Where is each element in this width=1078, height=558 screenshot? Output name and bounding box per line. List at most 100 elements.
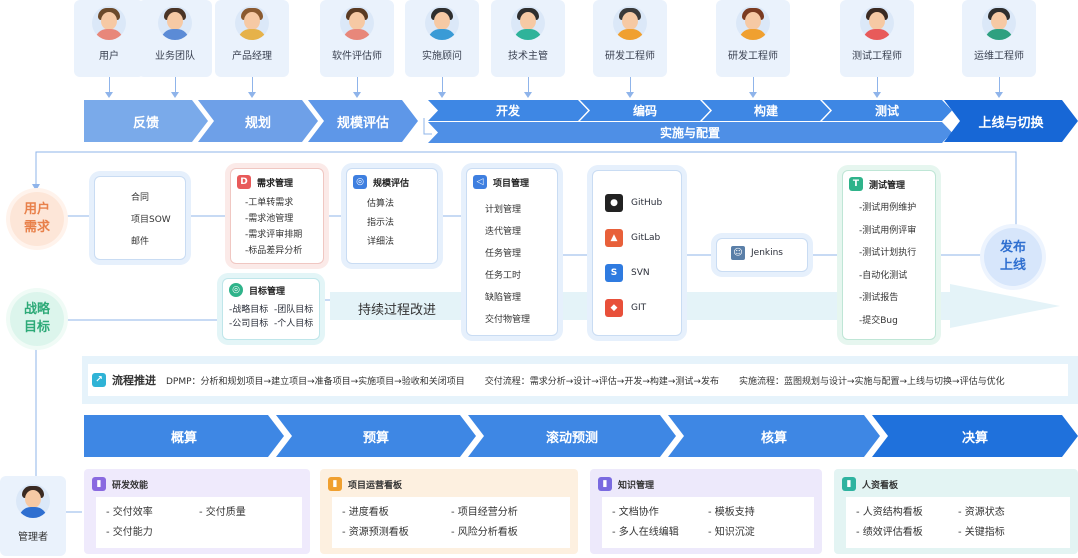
card-item: 估算法 [367,199,395,209]
dashboard-item: - 交付质量 [199,507,246,518]
person-icon [982,6,1016,40]
repo-label: GIT [631,302,647,313]
card-item: -团队目标 [274,305,314,315]
dashboard-title: 人资看板 [862,480,899,491]
card-item: 详细法 [367,237,395,247]
budget-final: 决算 [872,415,1078,457]
dashboard-panel: ▮知识管理- 文档协作- 模板支持- 多人在线编辑- 知识沉淀 [590,469,822,554]
phase-code: 编码 [580,100,710,121]
role-label: 软件评估师 [332,51,382,62]
card-item: 迭代管理 [485,227,522,237]
budget-forecast: 滚动预测 [468,415,676,457]
role-card: 用户 [74,0,144,77]
budget-plan: 预算 [276,415,476,457]
dashboard-title: 项目运营看板 [348,480,403,491]
card-item: 交付物管理 [485,315,531,325]
demand-title: 需求管理 [257,178,294,189]
dashboard-item: - 文档协作 [612,507,659,518]
arrow-down-icon [171,92,179,98]
dashboard-item: - 资源预测看板 [342,527,409,538]
estimate-icon: ◎ [353,175,367,189]
arrow-down-icon [626,92,634,98]
role-label: 用户 [99,51,119,62]
process-delivery: 交付流程：需求分析→设计→评估→开发→构建→测试→发布 [484,376,719,387]
phase-develop: 开发 [428,100,588,121]
role-connector [109,77,110,93]
dashboard-item: - 多人在线编辑 [612,527,679,538]
person-icon [511,6,545,40]
jenkins-label: Jenkins [751,248,784,258]
person-icon [425,6,459,40]
goals-title: 目标管理 [249,286,286,297]
process-title: 流程推进 [112,374,156,387]
role-connector [528,77,529,93]
arrow-down-icon [995,92,1003,98]
role-connector [357,77,358,93]
dashboard-panel: ▮ 研发效能 - 交付效率 - 交付质量 - 交付能力 [84,469,310,554]
role-label: 实施顾问 [422,51,462,62]
role-connector [877,77,878,93]
manager-box: 管理者 [0,476,66,556]
role-label: 研发工程师 [605,51,655,62]
dashboard-panel: ▮人资看板- 人资结构看板- 资源状态- 绩效评估看板- 关键指标 [834,469,1078,554]
chart-icon: ▮ [92,477,106,491]
person-icon [235,6,269,40]
jenkins-icon: ☺ [731,246,745,260]
person-icon [613,6,647,40]
card-item: 项目SOW [131,215,171,225]
dashboard-item: - 绩效评估看板 [856,527,923,538]
card-item: -需求池管理 [245,214,294,224]
dashboard-panel: ▮项目运营看板- 进度看板- 项目经营分析- 资源预测看板- 风险分析看板 [320,469,578,554]
card-item: 指示法 [367,218,395,228]
card-item: -个人目标 [274,319,314,329]
phase-plan: 规划 [198,100,318,142]
role-connector [175,77,176,93]
card-item: 任务管理 [485,249,522,259]
arrow-down-icon [524,92,532,98]
project-card: ◁项目管理 计划管理迭代管理任务管理任务工时缺陷管理交付物管理 [466,168,558,336]
arrow-down-icon [105,92,113,98]
testing-title: 测试管理 [869,180,906,191]
card-item: -战略目标 [229,305,269,315]
bulb-icon: ▮ [328,477,342,491]
dashboard-item: - 项目经营分析 [451,507,518,518]
role-card: 实施顾问 [405,0,479,77]
card-item: -测试用例维护 [859,203,917,213]
repo-item: ▲GitLab [605,220,681,255]
dashboard-title: 研发效能 [112,480,149,491]
repo-item: ●GitHub [605,185,681,220]
process-icon: ↗ [92,373,106,387]
dashboard-item: - 资源状态 [958,507,1005,518]
manager-label: 管理者 [18,532,48,543]
person-icon [736,6,770,40]
release-circle: 发布 上线 [984,228,1042,286]
card-item: 缺陷管理 [485,293,522,303]
card-item: -提交Bug [859,315,898,326]
role-label: 业务团队 [155,51,195,62]
process-band: ↗ 流程推进 DPMP：分析和规划项目→建立项目→准备项目→实施项目→验收和关闭… [82,356,1078,404]
arrow-down-icon [248,92,256,98]
card-item: -标品差异分析 [245,246,303,256]
git-icon: ◆ [605,298,623,317]
person-icon [860,6,894,40]
card-item: -测试报告 [859,293,899,303]
person-icon [340,6,374,40]
dashboard-item: - 关键指标 [958,527,1005,538]
arrow-down-icon [438,92,446,98]
phase-test: 测试 [822,100,952,121]
book-icon: ▮ [598,477,612,491]
role-label: 技术主管 [508,51,548,62]
repo-label: GitHub [631,197,663,208]
estimate-title: 规模评估 [373,178,410,189]
dashboard-item: - 交付能力 [106,527,153,538]
improve-label: 持续过程改进 [358,303,437,318]
card-item: -工单转需求 [245,198,294,208]
process-dpmp: DPMP：分析和规划项目→建立项目→准备项目→实施项目→验收和关闭项目 [166,376,465,387]
manager-avatar [16,484,50,518]
dashboard-item: - 交付效率 [106,507,153,518]
budget-accounting: 核算 [668,415,880,457]
